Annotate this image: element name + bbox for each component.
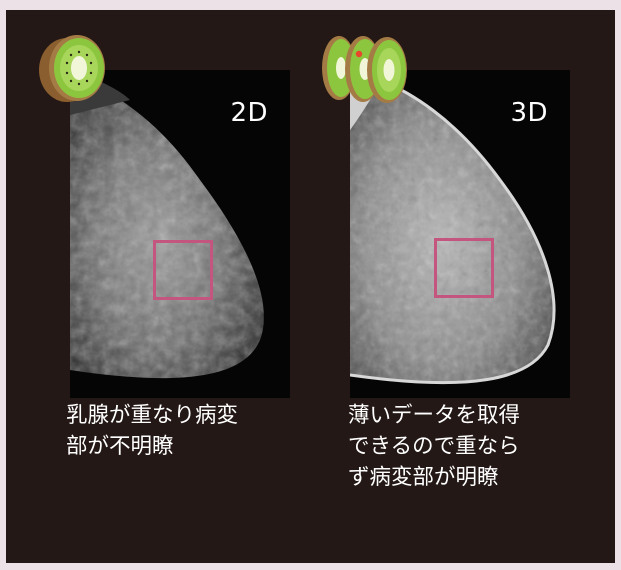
caption-3d: 薄いデータを取得 できるので重なら ず病変部が明瞭	[348, 400, 520, 493]
comparison-card: 2D 3D	[6, 10, 615, 563]
caption-line: ず病変部が明瞭	[348, 465, 499, 490]
mode-label-2d: 2D	[230, 98, 268, 128]
mode-label-3d: 3D	[510, 98, 548, 128]
mammogram-3d-image: 3D	[350, 70, 570, 398]
caption-line: できるので重なら	[348, 434, 520, 459]
kiwi-half-icon	[39, 35, 105, 102]
kiwi-slices-icon	[322, 36, 407, 103]
caption-line: 薄いデータを取得	[348, 403, 521, 428]
caption-line: 乳腺が重なり病変	[66, 403, 239, 428]
caption-2d: 乳腺が重なり病変 部が不明瞭	[66, 400, 238, 462]
caption-line: 部が不明瞭	[66, 434, 174, 459]
lesion-roi-box	[434, 238, 494, 298]
lesion-dot-icon	[355, 50, 363, 58]
lesion-roi-box	[153, 240, 213, 300]
mammogram-2d-image: 2D	[70, 70, 290, 398]
